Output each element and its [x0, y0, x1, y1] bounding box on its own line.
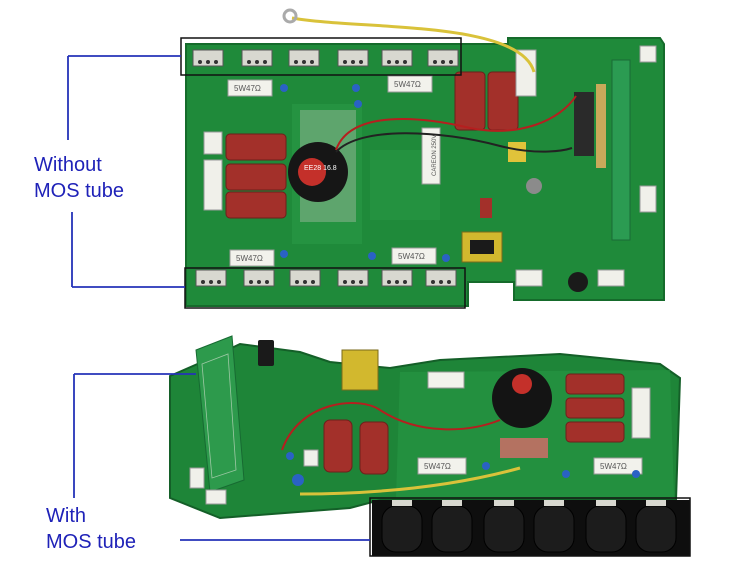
bottom-resistors: 5W47Ω 5W47Ω — [417, 457, 643, 475]
transformer-label: EE28 16.8 — [304, 165, 337, 172]
top-film-capacitors-center — [454, 71, 519, 131]
bottom-resistor-2-text: 5W47Ω — [600, 462, 627, 471]
resistor-2-text: 5W47Ω — [394, 80, 421, 89]
top-resistors: 5W47Ω 5W47Ω 5W47Ω 5W47Ω — [227, 75, 437, 267]
resistor-2 — [387, 75, 433, 93]
label-with-line2: MOS tube — [46, 531, 137, 553]
top-terminal-row — [192, 49, 459, 67]
resistor-3 — [229, 249, 275, 267]
bottom-resistor-1 — [417, 457, 467, 475]
top-red-wire — [335, 95, 577, 151]
top-black-wire — [335, 132, 573, 153]
top-film-capacitors-left — [225, 133, 287, 219]
top-cap-label: CAREON 250V — [432, 135, 438, 176]
mos-tube-highlight-box — [369, 497, 691, 557]
label-without-line1: Without — [34, 154, 102, 176]
bottom-resistor-1-text: 5W47Ω — [424, 462, 451, 471]
top-connectors-left — [203, 131, 223, 211]
mos-tube-6 — [635, 505, 677, 553]
without-mos-bracket — [67, 55, 185, 288]
mos-tube-4 — [533, 505, 575, 553]
top-yellow-wire — [291, 16, 536, 73]
top-control-section: CAREON 250V — [421, 45, 657, 292]
mos-tube-5 — [585, 505, 627, 553]
bottom-terminal-row — [195, 269, 457, 287]
mos-tube-3 — [483, 505, 525, 553]
label-with-mos: With MOS tube — [46, 503, 136, 555]
top-transformer: EE28 16.8 — [288, 110, 356, 222]
label-without-mos: Without MOS tube — [34, 152, 124, 204]
mos-tube-2 — [431, 505, 473, 553]
bottom-yellow-wire — [299, 466, 521, 496]
bottom-daughter-board — [195, 335, 245, 493]
with-mos-bracket — [73, 373, 370, 541]
bottom-ceramic-caps — [286, 452, 640, 486]
bottom-components — [189, 340, 651, 505]
bottom-terminal-highlight-box — [184, 267, 466, 309]
label-without-line2: MOS tube — [34, 180, 125, 202]
resistor-1 — [227, 79, 273, 97]
resistor-1-text: 5W47Ω — [234, 84, 261, 93]
resistor-4 — [391, 247, 437, 265]
resistor-3-text: 5W47Ω — [236, 254, 263, 263]
bottom-red-wire — [281, 402, 501, 451]
label-with-line1: With — [46, 505, 86, 527]
top-ceramic-caps — [280, 84, 450, 262]
resistor-4-text: 5W47Ω — [398, 252, 425, 261]
mos-tube-row — [372, 500, 690, 556]
mos-tube-1 — [381, 505, 423, 553]
bottom-resistor-2 — [593, 457, 643, 475]
top-wire-ring — [282, 8, 298, 24]
